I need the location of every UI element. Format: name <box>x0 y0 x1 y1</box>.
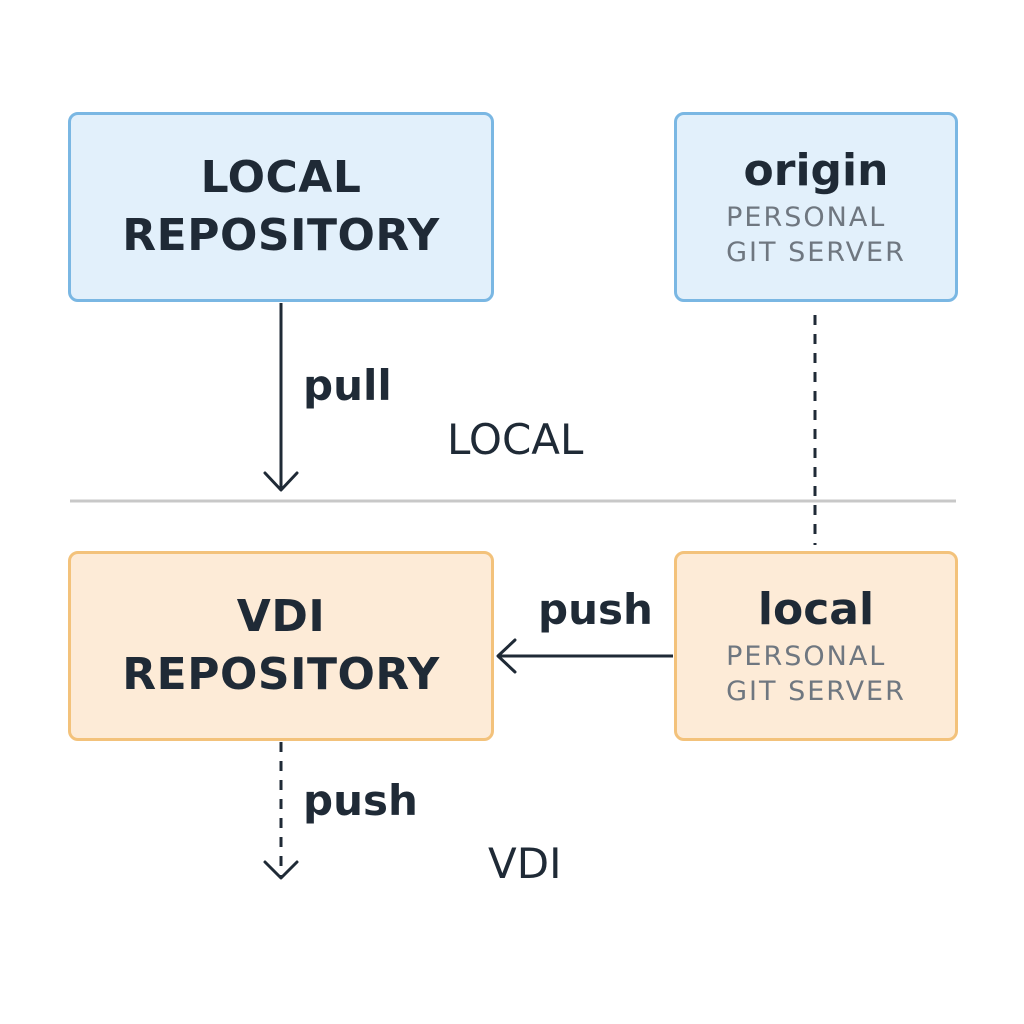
zone-label-local: LOCAL <box>447 415 584 464</box>
local-repository-title-line2: REPOSITORY <box>122 210 440 261</box>
vdi-repository-title-line1: VDI <box>236 591 326 642</box>
origin-server-sub-line2: GIT SERVER <box>726 237 906 268</box>
origin-server-name: origin <box>743 145 889 196</box>
push-arrow-head <box>496 638 517 674</box>
zone-label-vdi: VDI <box>488 839 562 888</box>
push-label-local-to-vdi: push <box>538 585 653 634</box>
push-label-vdi-down: push <box>303 776 418 825</box>
origin-server-sub-line1: PERSONAL <box>726 202 887 233</box>
pull-arrow-head <box>263 471 299 492</box>
origin-server-node: origin PERSONAL GIT SERVER <box>674 112 958 302</box>
pull-label: pull <box>303 361 392 410</box>
vdi-repository-title-line2: REPOSITORY <box>122 649 440 700</box>
local-server-node: local PERSONAL GIT SERVER <box>674 551 958 741</box>
local-repository-node: LOCAL REPOSITORY <box>68 112 494 302</box>
origin-server-subtitle: PERSONAL GIT SERVER <box>726 200 906 270</box>
local-server-sub-line2: GIT SERVER <box>726 676 906 707</box>
local-server-sub-line1: PERSONAL <box>726 641 887 672</box>
local-server-name: local <box>757 584 875 635</box>
local-server-subtitle: PERSONAL GIT SERVER <box>726 639 906 709</box>
vdi-push-arrow-head <box>263 860 299 880</box>
vdi-repository-node: VDI REPOSITORY <box>68 551 494 741</box>
local-repository-title-line1: LOCAL <box>200 152 362 203</box>
